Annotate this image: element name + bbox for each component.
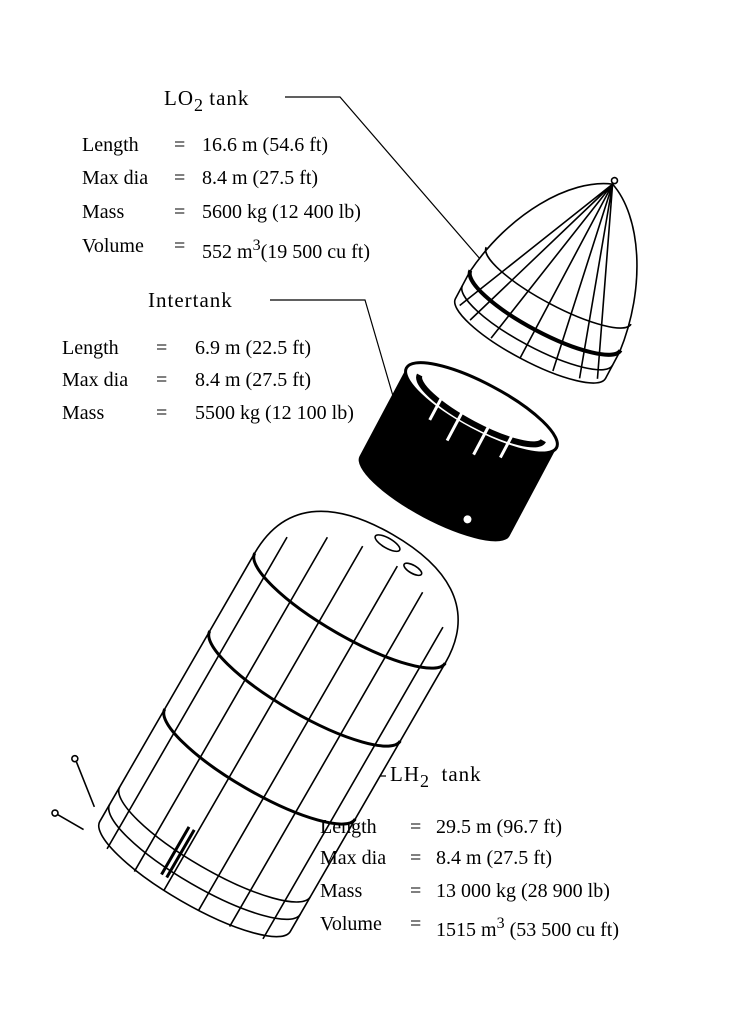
value-tail: (19 500 cu ft) — [260, 241, 370, 263]
spec-value: 8.4 m (27.5 ft) — [436, 847, 553, 869]
value-text: 552 m — [202, 241, 253, 263]
lh2-tank-title: LH2 tank — [390, 762, 482, 792]
spec-label: Length — [62, 337, 119, 359]
spec-equals: = — [174, 134, 186, 156]
value-text: 1515 m — [436, 919, 497, 941]
intertank-title: Intertank — [148, 288, 233, 313]
spec-label: Length — [82, 134, 139, 156]
spec-equals: = — [410, 880, 422, 902]
title-suffix: tank — [429, 762, 482, 786]
spec-equals: = — [174, 235, 186, 257]
spec-equals: = — [410, 913, 422, 935]
spec-equals: = — [156, 402, 168, 424]
spec-equals: = — [156, 369, 168, 391]
spec-value: 29.5 m (96.7 ft) — [436, 816, 563, 838]
spec-value: 5600 kg (12 400 lb) — [202, 201, 361, 223]
title-subscript: 2 — [420, 771, 429, 791]
spec-value: 16.6 m (54.6 ft) — [202, 133, 328, 157]
spec-value: 8.4 m (27.5 ft) — [195, 369, 312, 391]
spec-equals: = — [174, 201, 186, 223]
spec-label: Volume — [82, 235, 144, 257]
lo2-leader-line — [285, 96, 501, 283]
intertank-leader-line — [270, 299, 401, 421]
spec-equals: = — [156, 337, 168, 359]
spec-label: Volume — [320, 913, 382, 935]
title-suffix: tank — [203, 86, 250, 110]
value-superscript: 3 — [496, 915, 505, 932]
spec-value: 552 m3(19 500 cu ft) — [202, 234, 370, 264]
spec-value: 1515 m3 (53 500 cu ft) — [436, 912, 619, 942]
spec-value: 13 000 kg (28 900 lb) — [436, 880, 610, 902]
title-subscript: 2 — [194, 95, 203, 115]
spec-equals: = — [410, 847, 422, 869]
spec-label: Mass — [62, 402, 105, 424]
lh2-tank-drawing — [51, 510, 459, 940]
title-prefix: LO — [164, 86, 194, 110]
spec-equals: = — [174, 167, 186, 189]
spec-label: Max dia — [82, 167, 149, 189]
spec-label: Mass — [320, 880, 363, 902]
value-tail: (53 500 cu ft) — [504, 919, 619, 941]
spec-label: Max dia — [320, 847, 387, 869]
spec-equals: = — [410, 816, 422, 838]
spec-label: Max dia — [62, 369, 129, 391]
intertank-drawing — [358, 361, 559, 542]
spec-value: 5500 kg (12 100 lb) — [195, 402, 354, 424]
lo2-tank-title: LO2 tank — [164, 86, 249, 116]
value-superscript: 3 — [252, 237, 261, 254]
spec-label: Length — [320, 816, 377, 838]
lo2-tank-drawing — [453, 176, 638, 384]
spec-label: Mass — [82, 201, 125, 223]
title-prefix: Intertank — [148, 288, 233, 312]
spec-value: 6.9 m (22.5 ft) — [195, 337, 312, 359]
spec-value: 8.4 m (27.5 ft) — [202, 167, 319, 189]
title-prefix: LH — [390, 762, 420, 786]
value-text: 16.6 m (54.6 ft) — [202, 134, 329, 156]
